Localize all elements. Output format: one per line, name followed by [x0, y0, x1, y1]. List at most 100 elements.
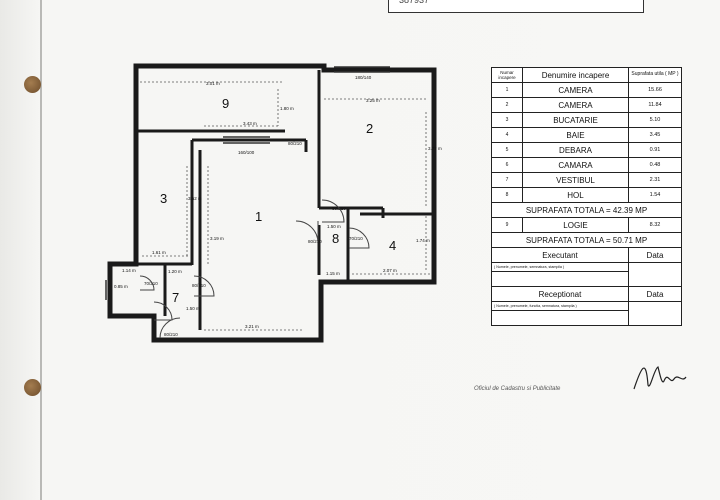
room-label-2: 2 — [366, 121, 373, 136]
receptionat-date-label: Data — [628, 286, 682, 302]
dim-label: 2.07 m — [383, 268, 397, 273]
row-nr: 3 — [491, 112, 523, 128]
row-name: DEBARA — [522, 142, 629, 158]
door-label: 80/210 — [164, 332, 178, 337]
dim-label: 3.21 m — [245, 324, 259, 329]
room-label-7: 7 — [172, 290, 179, 305]
room-label-4: 4 — [389, 238, 396, 253]
row-name: HOL — [522, 187, 629, 203]
dim-label: 3.19 m — [210, 236, 224, 241]
receptionat-sub: ( Numele, prenumele, functia, semnatura,… — [491, 301, 629, 311]
row-nr: 7 — [491, 172, 523, 188]
room-schedule-table: Numar incapere Denumire incapere Suprafa… — [491, 67, 682, 326]
dim-label: 1.80 m — [280, 106, 294, 111]
dim-label: 3.01 m — [206, 81, 220, 86]
dim-label: 1.14 m — [122, 268, 136, 273]
stamp-text: 387937 — [399, 0, 430, 5]
receptionat-date-cell — [628, 301, 682, 326]
windows — [105, 66, 390, 300]
dim-label: 0.85 m — [114, 284, 128, 289]
dim-label: 3.77 m — [428, 146, 442, 151]
binder-margin-line — [40, 0, 42, 500]
dim-label: 1.74 m — [416, 238, 430, 243]
row-nr: 4 — [491, 127, 523, 143]
row-nr: 2 — [491, 97, 523, 113]
executant-sub-row: ( Numele, prenumele, semnatura, stampila… — [491, 262, 682, 287]
top-stamp: 387937 — [388, 0, 644, 13]
executant-date-label: Data — [628, 247, 682, 263]
row-nr: 9 — [491, 217, 523, 233]
outer-walls — [107, 63, 437, 343]
row-name: CAMARA — [522, 157, 629, 173]
door-label: 70/210 — [349, 236, 363, 241]
row-nr: 1 — [491, 82, 523, 98]
room-label-1: 1 — [255, 209, 262, 224]
room-labels: 9 2 3 1 8 4 7 — [160, 96, 396, 305]
dim-label: 3.52 m — [188, 196, 202, 201]
door-label: 80/210 — [332, 206, 346, 211]
total-row-1: SUPRAFATA TOTALA = 42.39 MP — [491, 202, 682, 218]
executant-label: Executant — [491, 247, 629, 263]
receptionat-signature-cell — [491, 310, 629, 326]
row-area: 0.48 — [628, 157, 682, 173]
row-name: BUCATARIE — [522, 112, 629, 128]
row-area: 3.45 — [628, 127, 682, 143]
row-area: 11.84 — [628, 97, 682, 113]
row-name: VESTIBUL — [522, 172, 629, 188]
dim-label: 1.50 m — [186, 306, 200, 311]
row-name: BAIE — [522, 127, 629, 143]
dim-label: 1.50 m — [327, 224, 341, 229]
row-nr: 5 — [491, 142, 523, 158]
header-name: Denumire incapere — [522, 67, 629, 83]
receptionat-sub-row: ( Numele, prenumele, functia, semnatura,… — [491, 301, 682, 326]
row-nr: 6 — [491, 157, 523, 173]
executant-signature-cell — [491, 271, 629, 287]
row-area: 8.32 — [628, 217, 682, 233]
window-label: 160/100 — [238, 150, 255, 155]
dim-label: 3.43 m — [243, 121, 257, 126]
row-name: CAMERA — [522, 82, 629, 98]
receptionat-label: Receptionat — [491, 286, 629, 302]
binder-hole-top — [24, 76, 41, 93]
dimension-lines — [140, 81, 430, 331]
row-area: 1.54 — [628, 187, 682, 203]
row-name: LOGIE — [522, 217, 629, 233]
door-label: 80/210 — [308, 239, 322, 244]
door-label: 80/210 — [288, 141, 302, 146]
row-area: 15.66 — [628, 82, 682, 98]
executant-date-cell — [628, 262, 682, 287]
inner-walls — [136, 70, 434, 330]
row-area: 0.91 — [628, 142, 682, 158]
table-header-row: Numar incapere Denumire incapere Suprafa… — [491, 67, 682, 83]
row-area: 5.10 — [628, 112, 682, 128]
window-label: 180/140 — [355, 75, 372, 80]
dim-label: 3.25 m — [366, 98, 380, 103]
row-area: 2.31 — [628, 172, 682, 188]
header-nr: Numar incapere — [491, 67, 523, 83]
total-row-2: SUPRAFATA TOTALA = 50.71 MP — [491, 232, 682, 248]
door-swings — [139, 199, 370, 339]
door-label: 70/210 — [144, 281, 158, 286]
door-labels: 80/210 80/210 80/210 80/210 70/210 70/21… — [144, 75, 372, 337]
dim-label: 1.20 m — [168, 269, 182, 274]
dim-label: 1.15 m — [326, 271, 340, 276]
room-label-8: 8 — [332, 231, 339, 246]
room-label-3: 3 — [160, 191, 167, 206]
total-surface-2: SUPRAFATA TOTALA = 50.71 MP — [491, 232, 682, 248]
total-surface-1: SUPRAFATA TOTALA = 42.39 MP — [491, 202, 682, 218]
dimension-labels: 3.01 m 3.25 m 3.43 m 1.80 m 3.77 m 3.52 … — [114, 81, 442, 329]
dim-label: 1.61 m — [152, 250, 166, 255]
receptionat-space-row — [491, 310, 682, 326]
handwritten-signature — [633, 366, 687, 390]
